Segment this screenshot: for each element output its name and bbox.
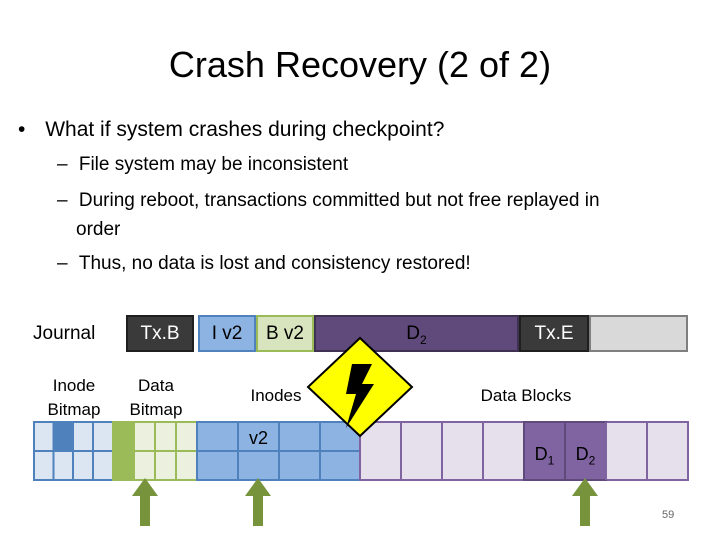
dash: – bbox=[57, 190, 68, 211]
subbullet-2-cont: order bbox=[76, 219, 121, 240]
main-bullet: • What if system crashes during checkpoi… bbox=[18, 118, 444, 142]
data-bitmap-line1: Data bbox=[138, 376, 174, 395]
subbullet-1-text: File system may be inconsistent bbox=[78, 154, 349, 175]
data-d2-label: D2 bbox=[565, 444, 606, 468]
subbullet-3-text: Thus, no data is lost and consistency re… bbox=[78, 253, 471, 274]
subbullet-3: – Thus, no data is lost and consistency … bbox=[57, 253, 471, 275]
journal-block-txe: Tx.E bbox=[519, 315, 589, 352]
dash: – bbox=[57, 154, 68, 175]
data-block-d1 bbox=[523, 421, 566, 481]
data-blocks-grid bbox=[359, 421, 689, 481]
page-number: 59 bbox=[662, 509, 675, 521]
bv2-label: B v2 bbox=[265, 323, 305, 344]
journal-d2-sub: 2 bbox=[420, 332, 427, 347]
up-arrow-icon bbox=[132, 478, 158, 526]
d1-sub: 1 bbox=[547, 453, 555, 468]
inodes-label: Inodes bbox=[250, 386, 302, 405]
main-bullet-text: What if system crashes during checkpoint… bbox=[45, 118, 445, 141]
txb-label: Tx.B bbox=[140, 323, 180, 344]
up-arrow-icon bbox=[245, 478, 271, 526]
inode-v2-label: v2 bbox=[248, 428, 268, 448]
journal-d2-label: D2 bbox=[316, 323, 517, 347]
inode-bitmap-line2: Bitmap bbox=[47, 400, 101, 419]
data-bitmap-label: Data Bitmap bbox=[116, 374, 196, 422]
up-arrow-icon bbox=[572, 478, 598, 526]
journal-block-txb: Tx.B bbox=[126, 315, 194, 352]
journal-block-iv2: I v2 bbox=[198, 315, 256, 352]
data-bitmap-grid bbox=[112, 421, 198, 481]
journal-label: Journal bbox=[33, 323, 96, 344]
lightning-crash-icon bbox=[306, 336, 414, 438]
data-bitmap-line2: Bitmap bbox=[129, 400, 183, 419]
inode-bitmap-set-bit bbox=[53, 422, 73, 451]
slide-title: Crash Recovery (2 of 2) bbox=[168, 44, 552, 85]
subbullet-2: – During reboot, transactions committed … bbox=[57, 190, 600, 212]
data-block-d2 bbox=[564, 421, 607, 481]
journal-block-free bbox=[589, 315, 688, 352]
subbullet-2-text: During reboot, transactions committed bu… bbox=[78, 190, 600, 211]
d1-letter: D bbox=[534, 444, 548, 464]
dash: – bbox=[57, 253, 68, 274]
journal-block-bv2: B v2 bbox=[256, 315, 314, 352]
journal-block-d2: D2 bbox=[314, 315, 519, 352]
data-d1-label: D1 bbox=[524, 444, 565, 468]
d2-sub: 2 bbox=[588, 453, 596, 468]
inode-bitmap-grid bbox=[33, 421, 114, 481]
d2-letter: D bbox=[575, 444, 589, 464]
txe-label: Tx.E bbox=[534, 323, 574, 344]
inodes-grid bbox=[196, 421, 361, 481]
bullet-dot: • bbox=[18, 118, 26, 141]
subbullet-1: – File system may be inconsistent bbox=[57, 154, 348, 176]
iv2-label: I v2 bbox=[211, 323, 243, 344]
inode-bitmap-line1: Inode bbox=[52, 376, 96, 395]
inode-bitmap-label: Inode Bitmap bbox=[34, 374, 114, 422]
data-blocks-label: Data Blocks bbox=[480, 386, 572, 405]
journal-d2-letter: D bbox=[406, 323, 421, 344]
